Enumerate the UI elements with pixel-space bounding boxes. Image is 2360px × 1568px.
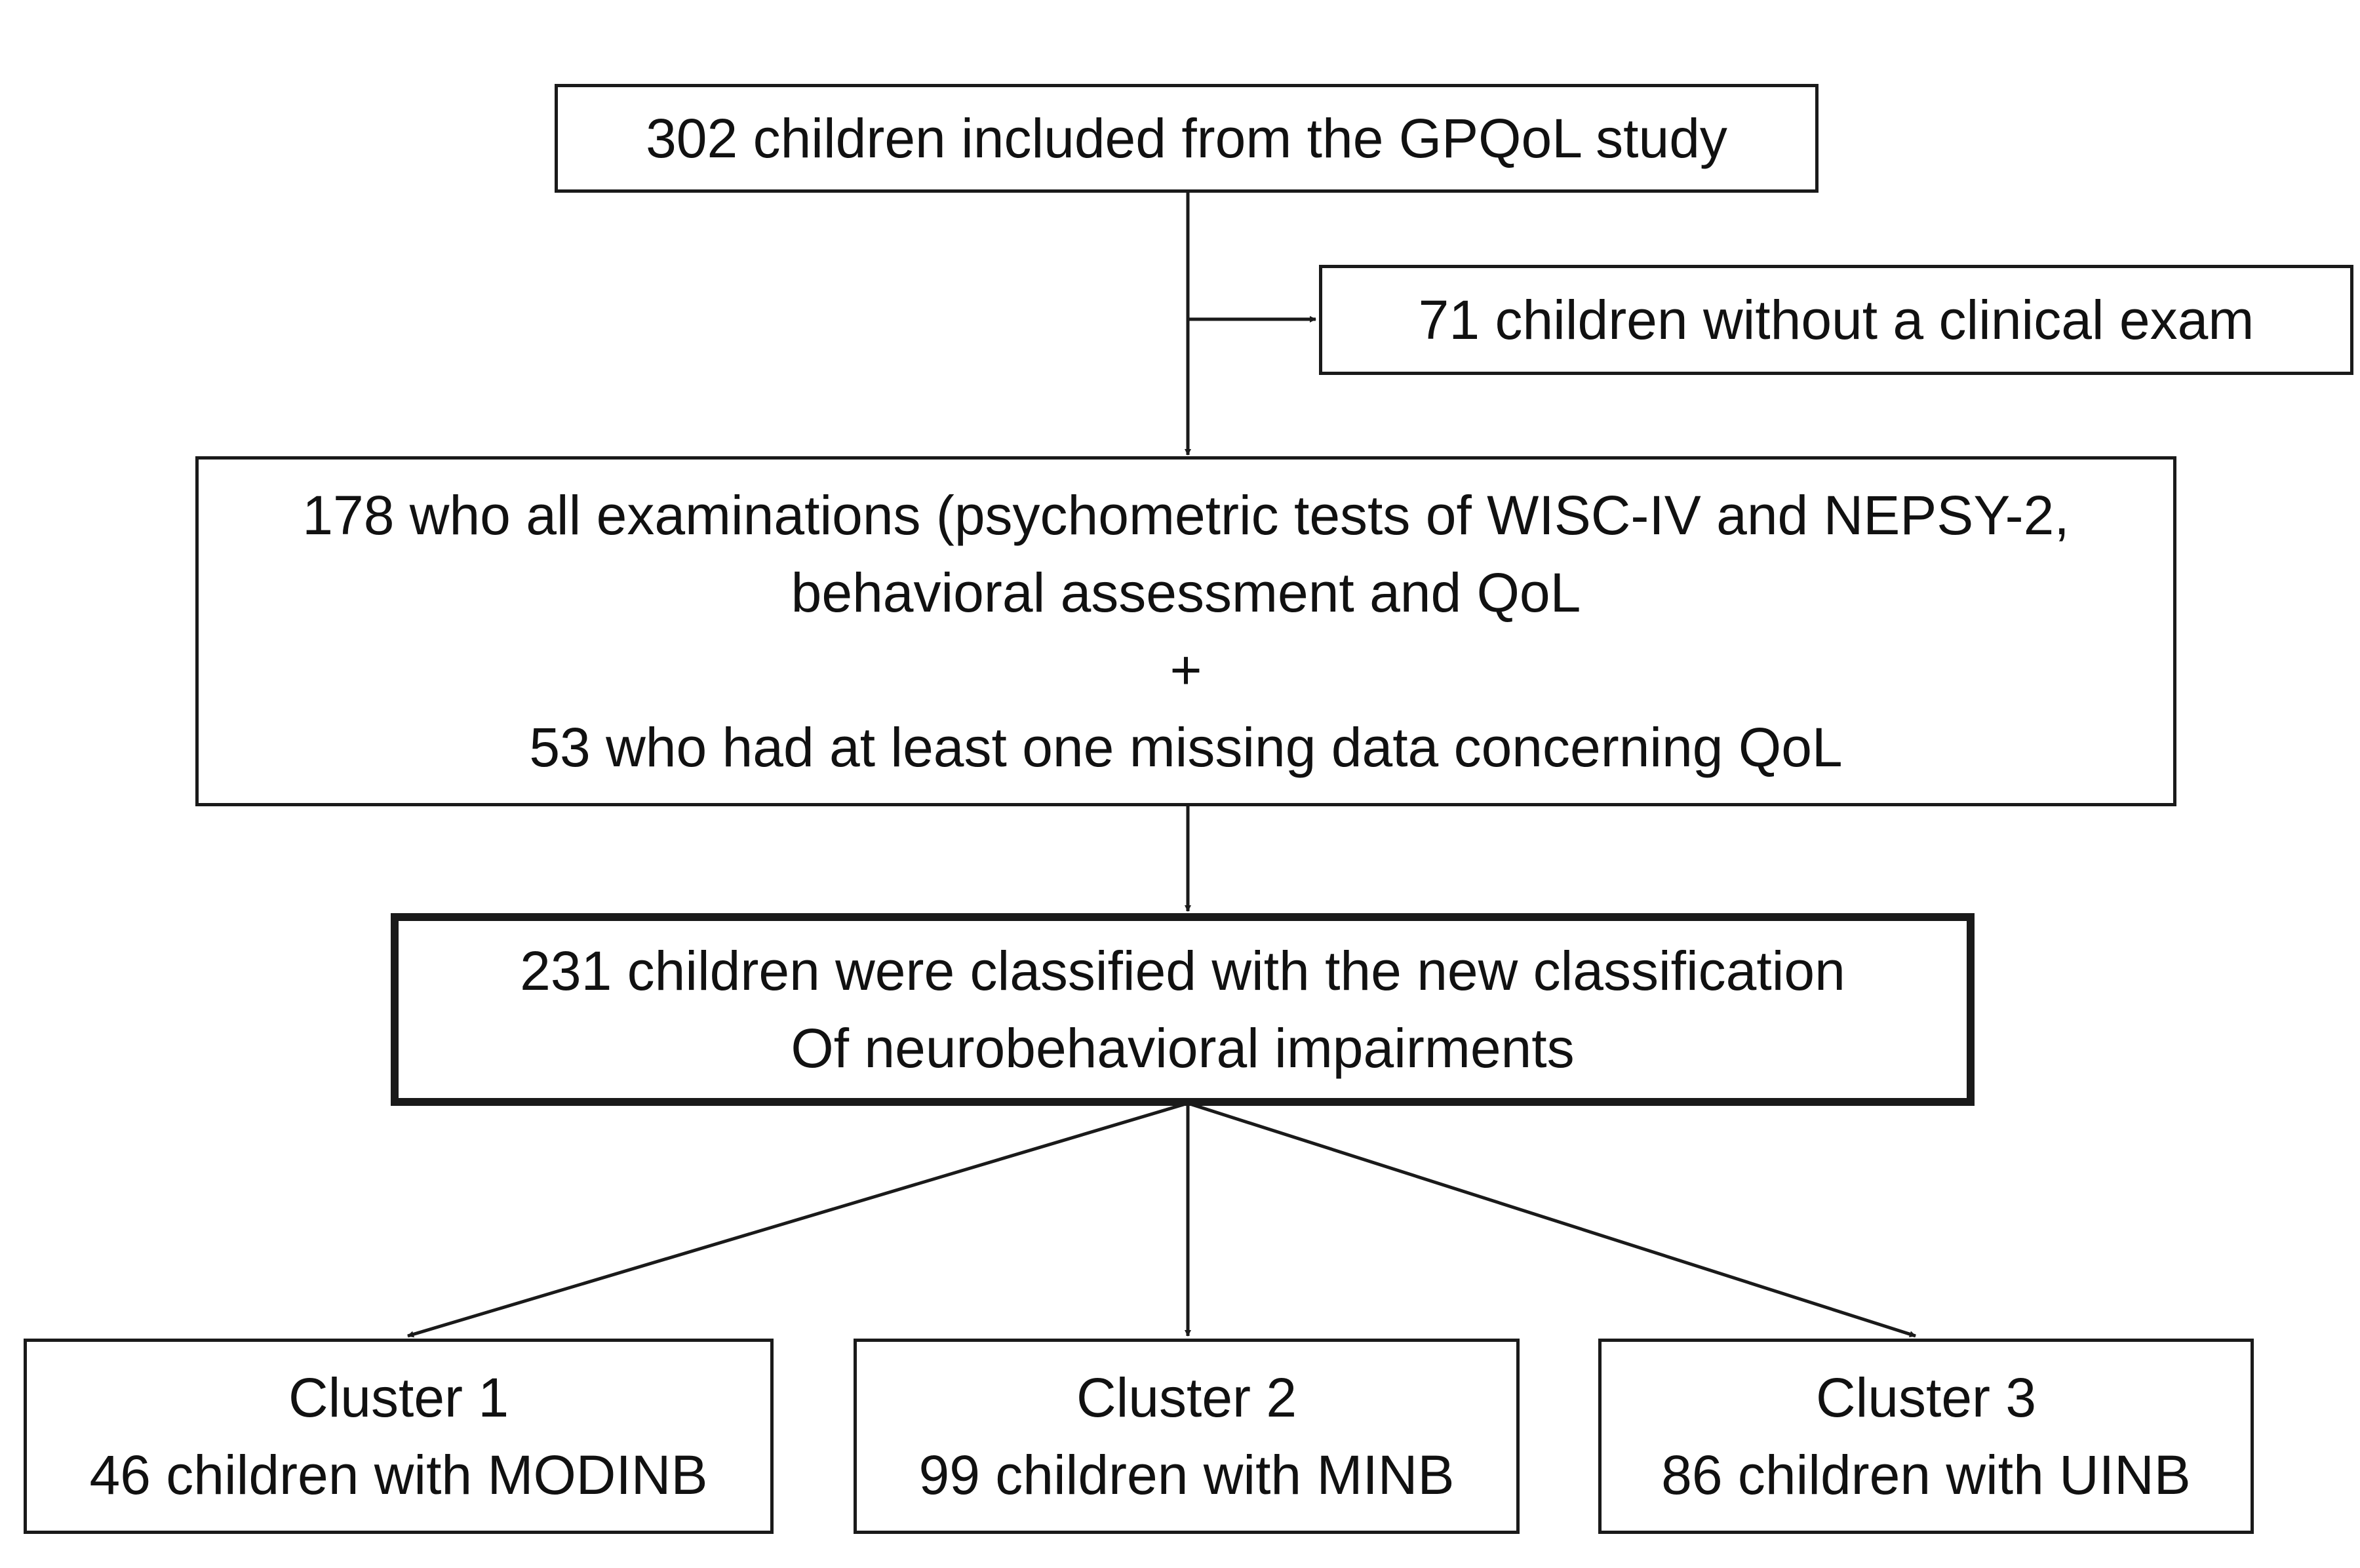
examined-plus: + <box>1170 639 1202 701</box>
excluded-box: 71 children without a clinical exam <box>1319 265 2353 375</box>
cluster1-title: Cluster 1 <box>288 1367 509 1428</box>
included-line-1: 302 children included from the GPQoL stu… <box>646 108 1727 169</box>
arrow-classified-to-cluster1 <box>407 1101 1189 1338</box>
cluster2-count: 99 children with MINB <box>918 1444 1455 1506</box>
examined-line-4: 53 who had at least one missing data con… <box>529 716 1843 778</box>
classified-line-2: Of neurobehavioral impairments <box>791 1017 1575 1079</box>
classified-box: 231 children were classified with the ne… <box>391 913 1975 1106</box>
examined-line-2: behavioral assessment and QoL <box>791 562 1581 623</box>
classified-line-1: 231 children were classified with the ne… <box>520 940 1845 1002</box>
cluster2-box: Cluster 2 99 children with MINB <box>854 1339 1520 1534</box>
cluster2-title: Cluster 2 <box>1076 1367 1297 1428</box>
examined-line-1: 178 who all examinations (psychometric t… <box>302 484 2070 546</box>
cluster1-box: Cluster 1 46 children with MODINB <box>24 1339 774 1534</box>
cluster3-count: 86 children with UINB <box>1661 1444 2191 1506</box>
excluded-line-1: 71 children without a clinical exam <box>1418 289 2254 351</box>
cluster3-title: Cluster 3 <box>1815 1367 2037 1428</box>
examined-box: 178 who all examinations (psychometric t… <box>195 456 2176 806</box>
included-box: 302 children included from the GPQoL stu… <box>555 84 1819 193</box>
arrow-classified-to-cluster3 <box>1187 1101 1916 1338</box>
cluster3-box: Cluster 3 86 children with UINB <box>1598 1339 2254 1534</box>
cluster1-count: 46 children with MODINB <box>89 1444 708 1506</box>
